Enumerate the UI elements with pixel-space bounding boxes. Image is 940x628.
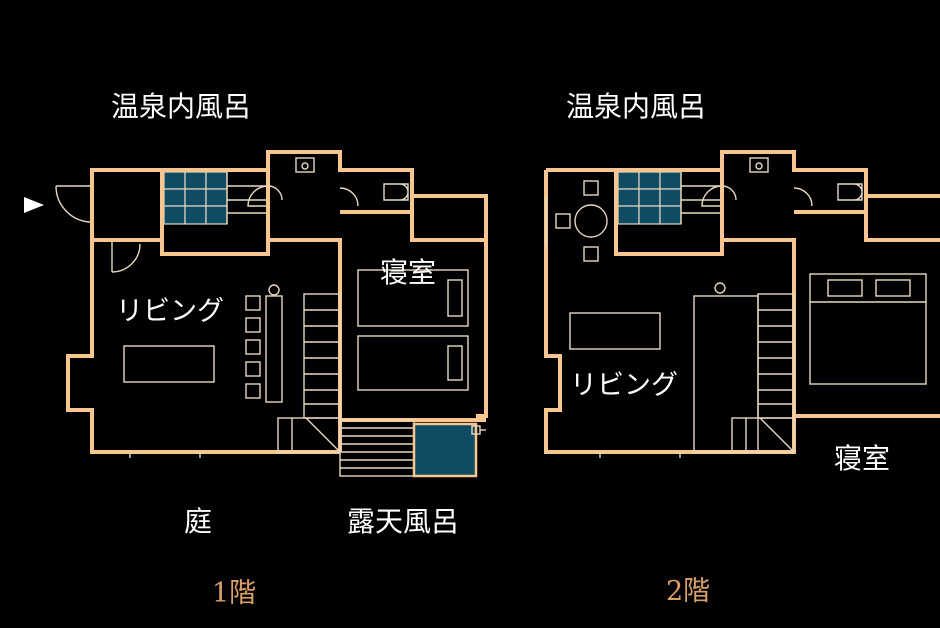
floor1-living-label: リビング xyxy=(116,296,224,327)
floor1-plan xyxy=(24,150,488,478)
floor2-stairs xyxy=(731,293,795,453)
floor2-bed xyxy=(809,273,927,385)
entrance-arrow-icon xyxy=(24,197,44,213)
floor1-indoor-bath-label: 温泉内風呂 xyxy=(111,90,252,123)
floor1-living-table xyxy=(123,345,215,383)
floor2-dining-set xyxy=(545,180,608,262)
floor2-bedroom-label: 寝室 xyxy=(834,442,891,475)
floor1-beds xyxy=(357,269,469,391)
floor2-indoor-bath-label: 温泉内風呂 xyxy=(566,90,707,123)
floor1-bedroom-label: 寝室 xyxy=(380,256,437,289)
floor2-label: 2階 xyxy=(666,576,711,607)
floor1-indoor-bath-tiles xyxy=(163,171,228,225)
floor1-deck xyxy=(339,419,415,477)
floor1-outdoor-bath-label: 露天風呂 xyxy=(347,505,460,538)
floor1-garden-label: 庭 xyxy=(184,505,213,538)
floor2-living-label: リビング xyxy=(570,370,678,401)
floor1-label: 1階 xyxy=(212,578,257,609)
floor1-stairs xyxy=(277,293,341,453)
floor2-plan xyxy=(544,150,940,458)
floor2-living-table xyxy=(569,312,661,350)
floor1-outer-wall xyxy=(66,150,488,454)
floor2-indoor-bath-tiles xyxy=(617,171,682,225)
floor1-outdoor-bath-pool xyxy=(412,422,478,478)
entrance-door xyxy=(55,185,93,223)
